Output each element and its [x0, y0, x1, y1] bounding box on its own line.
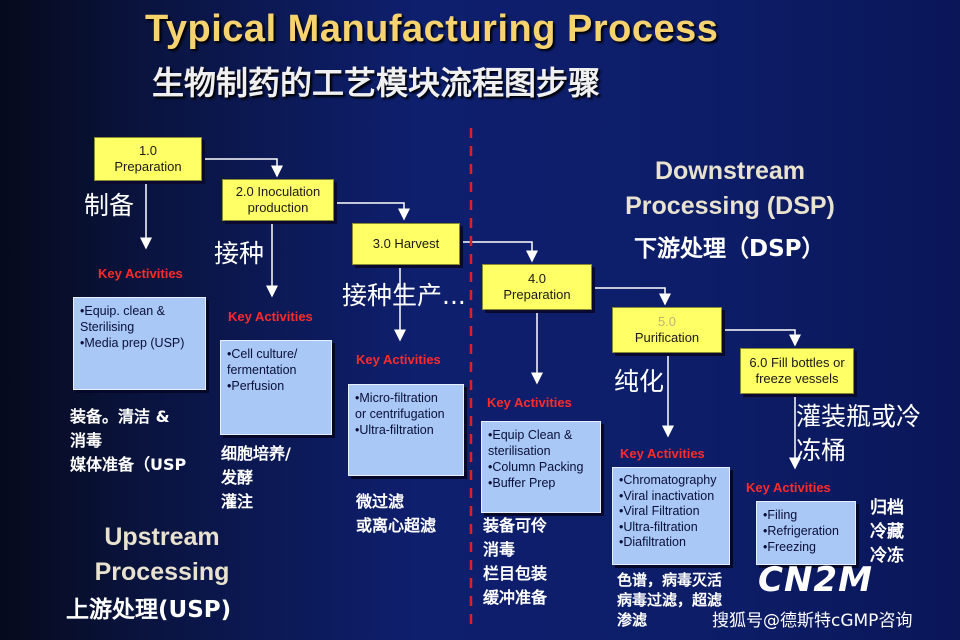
page-title: Typical Manufacturing Process — [145, 8, 719, 50]
activity-6-cn: 归档冷藏冷冻 — [870, 498, 904, 566]
downstream-cn-label: 下游处理（DSP） — [634, 236, 825, 262]
key-activities-5: Key Activities — [620, 446, 705, 461]
step-2-cn-label: 接种 — [214, 239, 265, 268]
key-activities-6: Key Activities — [746, 480, 831, 495]
page-subtitle: 生物制药的工艺模块流程图步骤 — [152, 64, 601, 102]
activity-box-6: •Filing•Refrigeration•Freezing — [756, 501, 856, 565]
step-6-cn-label: 灌装瓶或冷冻桶 — [796, 402, 922, 465]
step-3-cn-label: 接种生产... — [342, 281, 466, 310]
key-activities-4: Key Activities — [487, 395, 572, 410]
activity-box-4: •Equip Clean &sterilisation•Column Packi… — [481, 421, 601, 513]
key-activities-3: Key Activities — [356, 352, 441, 367]
key-activities-2: Key Activities — [228, 309, 313, 324]
cn2m-logo: CN2M — [758, 560, 873, 600]
activity-2-cn: 细胞培养/发酵灌注 — [221, 444, 291, 511]
step-1-cn-label: 制备 — [84, 191, 135, 220]
activity-4-cn: 装备可伶消毒栏目包装缓冲准备 — [483, 516, 548, 607]
activity-1-cn: 装备。清洁 &消毒媒体准备（USP — [70, 407, 187, 474]
activity-box-5: •Chromatography•Viral inactivation•Viral… — [612, 467, 730, 565]
upstream-cn-label: 上游处理(USP) — [66, 597, 232, 623]
activity-box-1: •Equip. clean &Sterilising•Media prep (U… — [73, 297, 206, 390]
source-watermark: 搜狐号@德斯特cGMP咨询 — [712, 611, 913, 631]
step-5-cn-label: 纯化 — [614, 367, 665, 396]
activity-box-2: •Cell culture/fermentation•Perfusion — [220, 340, 332, 435]
step-3-harvest: 3.0 Harvest — [352, 223, 460, 265]
activity-3-cn: 微过滤或离心超滤 — [356, 492, 437, 535]
key-activities-1: Key Activities — [98, 266, 183, 281]
activity-5-cn: 色谱，病毒灭活病毒过滤，超滤渗滤 — [617, 571, 723, 629]
